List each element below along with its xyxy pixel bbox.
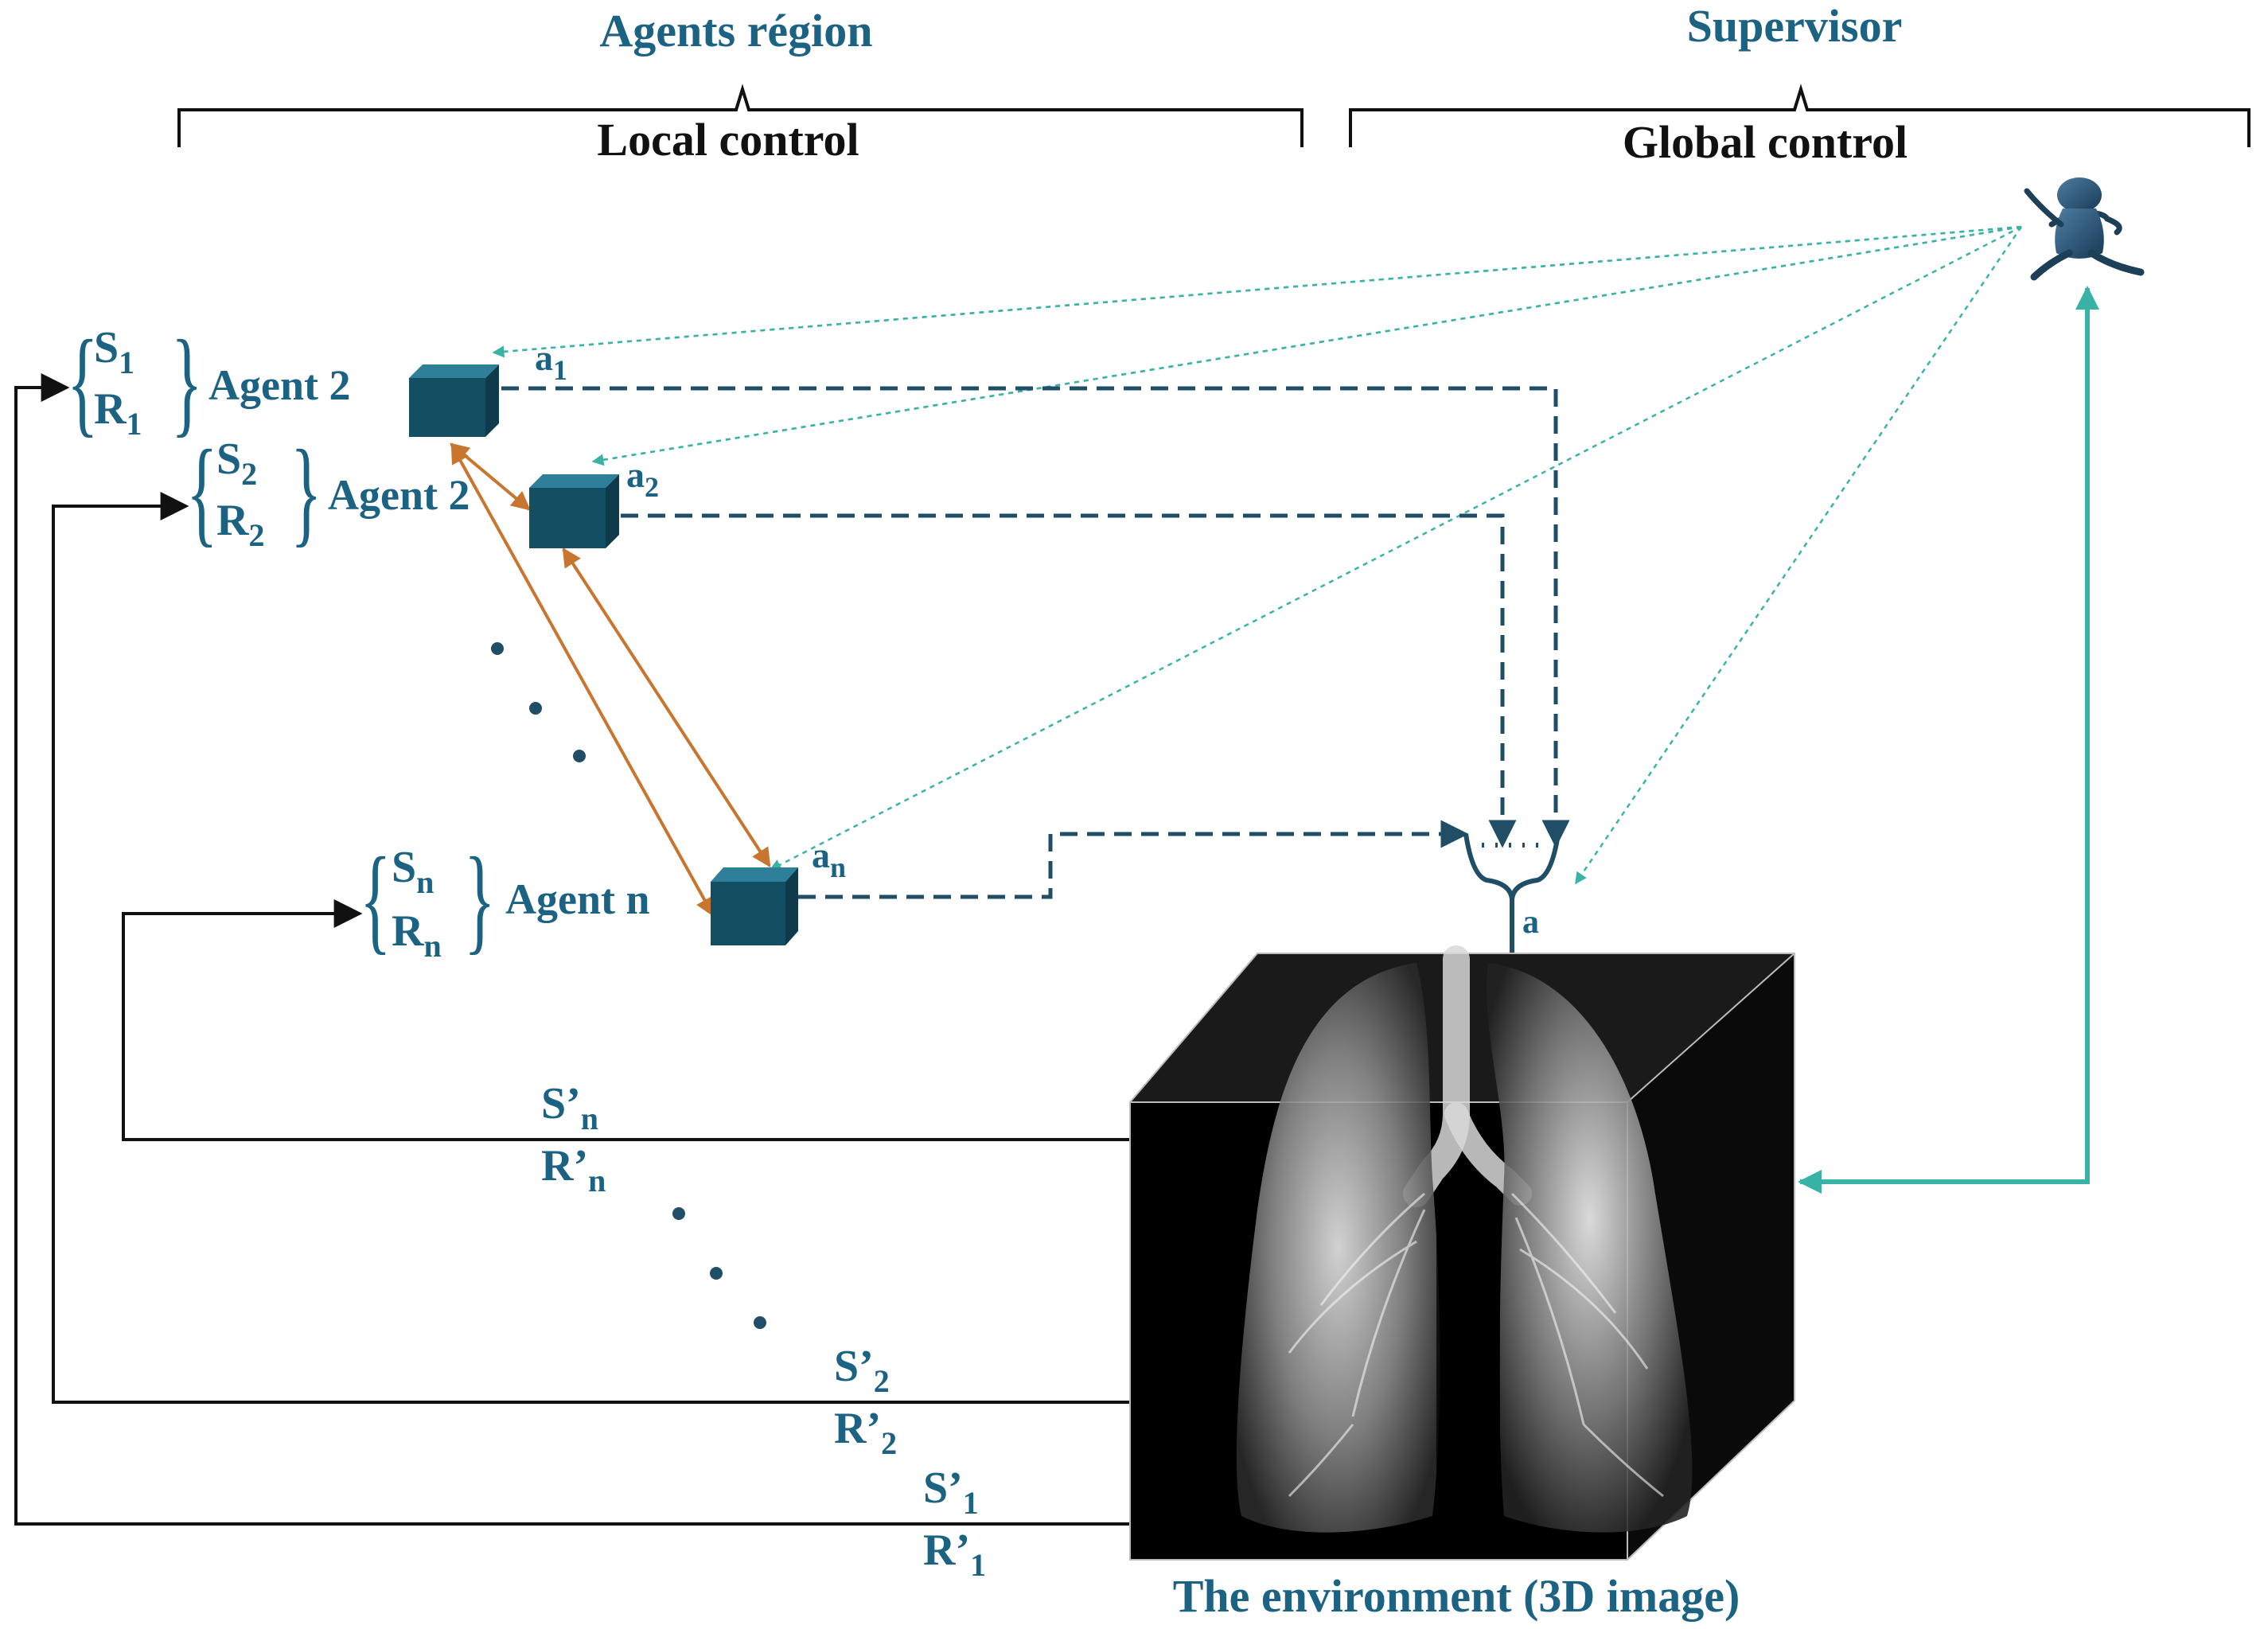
svg-text:S’1: S’1	[923, 1463, 979, 1521]
svg-text:R’n: R’n	[541, 1141, 606, 1198]
agent-communication-links	[450, 442, 771, 918]
agent-n-group: { Sn Rn } Agent n	[360, 833, 650, 965]
global-control-brace	[1349, 84, 2250, 147]
agent-2-state: S2	[216, 435, 257, 492]
action-label-1: a1	[535, 337, 567, 386]
global-control-label: Global control	[1623, 116, 1908, 168]
agent-1-state: S1	[94, 323, 134, 380]
action-lines	[501, 386, 1570, 899]
agent-n-label: Agent n	[505, 875, 650, 923]
left-brace: {	[67, 316, 99, 448]
lung-3d-image	[1129, 945, 1795, 1561]
svg-text:S’2: S’2	[834, 1342, 890, 1399]
combined-action-label: a	[1522, 904, 1539, 941]
local-control-label: Local control	[597, 114, 859, 166]
agent-2-label: Agent 2	[328, 471, 470, 519]
agent-n-state: Sn	[392, 843, 434, 900]
agent-2-reward: R2	[216, 496, 264, 553]
environment-label: The environment (3D image)	[1173, 1570, 1740, 1622]
feedback-lines	[14, 373, 1130, 1526]
agent-1-reward: R1	[94, 384, 142, 442]
svg-text:S’n: S’n	[541, 1079, 598, 1136]
right-brace: }	[464, 833, 496, 965]
supervisor-figure-icon	[2024, 177, 2145, 281]
svg-text:a2: a2	[626, 454, 659, 503]
supervisor-title: Supervisor	[1687, 0, 1903, 52]
action-label-n: an	[812, 835, 846, 883]
feedback-label-2: S’2 R’2	[834, 1342, 897, 1461]
action-label-2: a2	[626, 454, 659, 503]
feedback-label-1: S’1 R’1	[923, 1463, 986, 1583]
right-brace: }	[290, 426, 322, 558]
agent-cube-icon	[529, 474, 619, 548]
agent-n-reward: Rn	[392, 906, 442, 964]
svg-text:a1: a1	[535, 337, 567, 386]
agent-1-label: Agent 2	[208, 361, 350, 409]
agents-region-title: Agents région	[599, 5, 872, 57]
agent-cube-icon	[711, 867, 798, 945]
supervisor-links	[492, 225, 2023, 885]
local-control-brace	[177, 84, 1304, 147]
agent-ellipsis	[491, 642, 586, 762]
supervisor-environment-link	[1798, 286, 2099, 1194]
feedback-label-n: S’n R’n	[541, 1079, 606, 1198]
left-brace: {	[186, 426, 218, 558]
feedback-ellipsis	[672, 1207, 766, 1329]
left-brace: {	[360, 833, 392, 965]
svg-text:an: an	[812, 835, 846, 883]
action-combiner	[1463, 833, 1561, 959]
right-brace: }	[171, 316, 203, 448]
agent-cube-icon	[409, 364, 499, 437]
agent-2-group: { S2 R2 } Agent 2	[186, 426, 470, 558]
svg-text:R’1: R’1	[923, 1526, 986, 1583]
svg-text:R’2: R’2	[834, 1404, 897, 1461]
agent-1-group: { S1 R1 } Agent 2	[67, 316, 350, 448]
